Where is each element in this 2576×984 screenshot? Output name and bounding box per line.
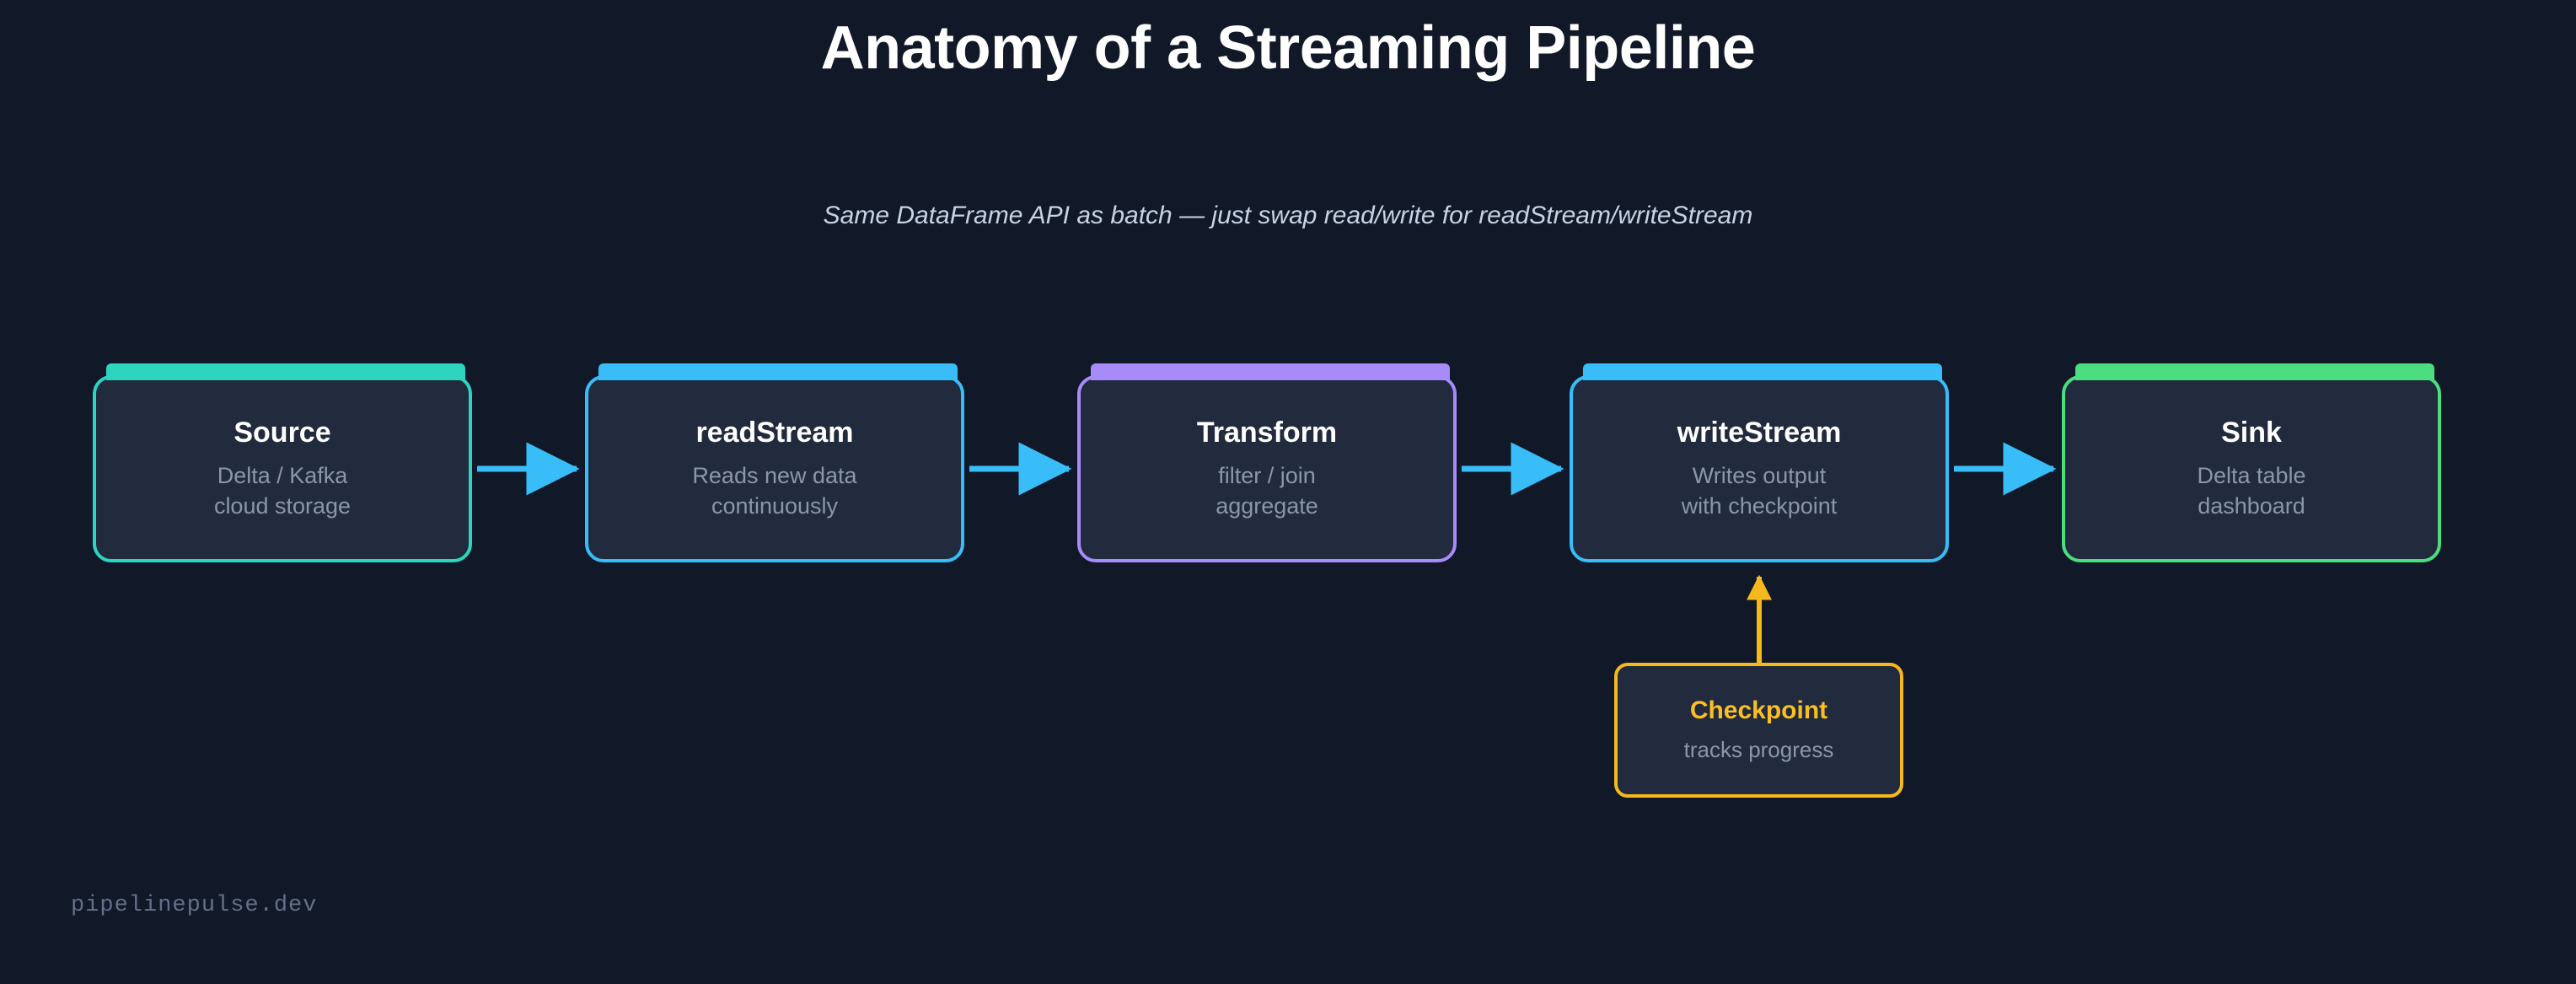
node-sink-title: Sink <box>2221 416 2282 449</box>
node-sink[interactable]: Sink Delta table dashboard <box>2062 363 2441 562</box>
node-checkpoint-title: Checkpoint <box>1689 696 1828 724</box>
node-source-title: Source <box>233 416 331 449</box>
node-sink-desc-line2: dashboard <box>2198 492 2305 519</box>
node-writestream[interactable]: writeStream Writes output with checkpoin… <box>1570 363 1949 562</box>
node-writestream-desc-line2: with checkpoint <box>1681 492 1838 519</box>
node-transform-title: Transform <box>1196 416 1338 449</box>
node-readstream-accent-bar <box>598 363 958 380</box>
node-transform[interactable]: Transform filter / join aggregate <box>1077 363 1457 562</box>
node-transform-desc-line1: filter / join <box>1218 462 1316 488</box>
node-source-desc-line2: cloud storage <box>213 492 352 519</box>
node-readstream-desc-line2: continuously <box>711 492 839 519</box>
footer-watermark: pipelinepulse.dev <box>71 893 318 918</box>
node-transform-accent-bar <box>1091 363 1450 380</box>
node-writestream-title: writeStream <box>1677 416 1842 449</box>
page-subtitle: Same DataFrame API as batch — just swap … <box>823 202 1753 229</box>
node-writestream-desc-line1: Writes output <box>1692 462 1827 488</box>
node-writestream-accent-bar <box>1583 363 1942 380</box>
node-sink-desc-line1: Delta table <box>2197 462 2306 488</box>
node-source-accent-bar <box>106 363 465 380</box>
node-source-desc-line1: Delta / Kafka <box>217 462 348 488</box>
node-readstream[interactable]: readStream Reads new data continuously <box>585 363 964 562</box>
node-transform-desc-line2: aggregate <box>1216 492 1318 519</box>
node-checkpoint[interactable]: Checkpoint tracks progress <box>1614 663 1903 798</box>
node-sink-accent-bar <box>2075 363 2434 380</box>
node-checkpoint-desc-line1: tracks progress <box>1683 737 1834 763</box>
node-readstream-title: readStream <box>695 416 854 449</box>
node-source[interactable]: Source Delta / Kafka cloud storage <box>93 363 472 562</box>
page-title: Anatomy of a Streaming Pipeline <box>820 14 1756 82</box>
node-readstream-desc-line1: Reads new data <box>692 462 857 488</box>
